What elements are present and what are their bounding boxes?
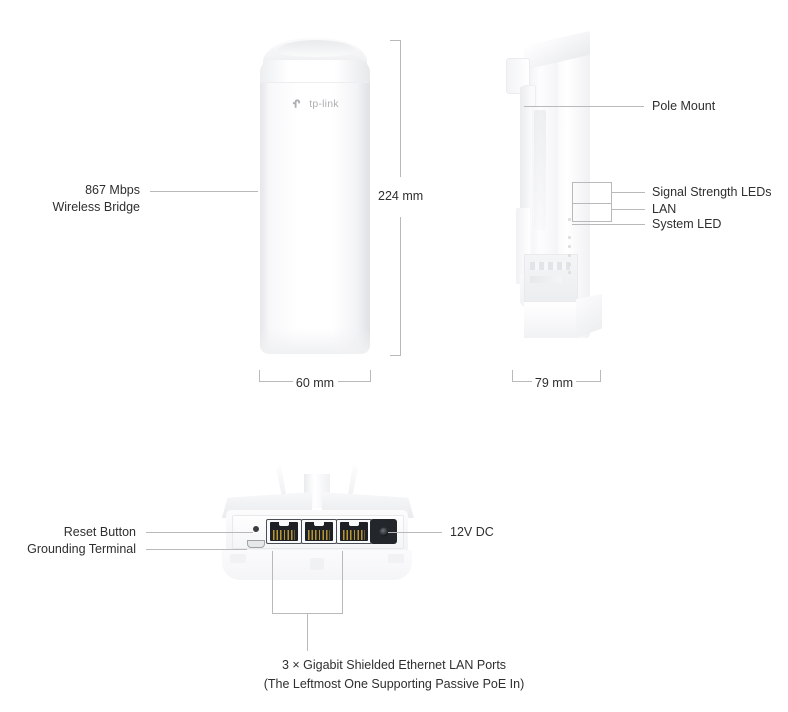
leader-line-12v-dc <box>388 532 442 533</box>
dimension-height-tick-bottom <box>390 355 401 356</box>
callout-wireless-bridge-line1: 867 Mbps <box>85 183 140 197</box>
led-dot <box>568 263 571 266</box>
dimension-width60-line-left <box>259 381 293 382</box>
tp-link-logo: tp-link <box>291 96 339 111</box>
bottom-slot-right <box>388 554 404 563</box>
callout-system-led: System LED <box>652 217 722 231</box>
ethernet-port-2[interactable] <box>301 519 337 544</box>
leader-line-signal-leds <box>611 192 645 193</box>
leader-line-wireless-bridge <box>150 191 258 192</box>
dimension-width79-line-left <box>512 381 532 382</box>
led-dot <box>568 271 571 274</box>
device-front-body <box>260 82 370 354</box>
leader-bracket-lanports-left <box>272 551 273 613</box>
ethernet-port-3[interactable] <box>336 519 372 544</box>
callout-pole-mount: Pole Mount <box>652 99 716 113</box>
side-port-row-lower <box>530 276 562 283</box>
dimension-width79-line-right <box>576 381 601 382</box>
led-dot <box>568 254 571 257</box>
grounding-terminal <box>247 540 265 548</box>
leader-bracket-lan-bottom <box>572 221 612 222</box>
led-indicator-strip <box>568 218 571 274</box>
reset-button[interactable] <box>253 526 259 532</box>
led-dot <box>568 245 571 248</box>
leader-line-grounding-terminal <box>146 549 247 550</box>
leader-line-system-led <box>572 224 645 225</box>
device-seam-top <box>262 82 368 83</box>
dimension-height-tick-top <box>390 40 401 41</box>
dc-power-jack[interactable] <box>370 519 397 544</box>
dimension-width79-tick-left <box>512 370 513 381</box>
ethernet-port-pins <box>308 529 330 541</box>
leader-line-lan <box>611 209 645 210</box>
callout-wireless-bridge: 867 Mbps Wireless Bridge <box>0 182 140 216</box>
led-dot <box>568 236 571 239</box>
leader-bracket-lan-top <box>572 203 612 204</box>
callout-lan: LAN <box>652 202 677 216</box>
antenna-fin-right <box>348 464 358 498</box>
leader-line-pole-mount <box>524 106 644 107</box>
tp-link-logo-icon <box>291 96 306 111</box>
bottom-caption-line1: 3 × Gigabit Shielded Ethernet LAN Ports <box>281 658 507 672</box>
side-device-emboss <box>534 110 546 230</box>
side-port-row-upper <box>530 262 570 270</box>
ethernet-port-pins <box>273 529 295 541</box>
tp-link-logo-text: tp-link <box>309 97 339 110</box>
leader-bracket-lan-left <box>572 203 573 221</box>
side-view-device <box>496 30 606 358</box>
side-port-cover-flap <box>576 294 602 338</box>
dimension-width60-line-right <box>338 381 371 382</box>
leader-bracket-lan-right <box>611 203 612 221</box>
ethernet-port-tab <box>279 520 289 527</box>
callout-reset-button: Reset Button <box>63 525 136 539</box>
bottom-lower-shell <box>222 550 412 580</box>
ethernet-port-pins <box>343 529 365 541</box>
callout-grounding-terminal: Grounding Terminal <box>27 542 136 556</box>
leader-bracket-signal-top <box>572 182 612 183</box>
leader-bracket-lanports-right <box>342 551 343 613</box>
callout-12v-dc: 12V DC <box>450 525 494 539</box>
led-dot <box>568 218 571 221</box>
side-port-cover <box>524 302 578 338</box>
callout-signal-strength-leds: Signal Strength LEDs <box>652 185 772 199</box>
front-view-device: tp-link <box>259 38 371 356</box>
bottom-view-device <box>206 462 536 594</box>
dimension-height-line-upper <box>400 40 401 177</box>
antenna-fin-left <box>276 464 286 498</box>
dimension-width79-tick-right <box>600 370 601 381</box>
leader-bracket-signal-left <box>572 182 573 203</box>
leader-line-lanports-stem <box>307 613 308 651</box>
ethernet-port-1-poe[interactable] <box>266 519 302 544</box>
bottom-slot-left <box>230 554 246 563</box>
dimension-height-label: 224 mm <box>378 189 424 203</box>
ethernet-port-tab <box>314 520 324 527</box>
dimension-width60-tick-left <box>259 370 260 381</box>
bottom-caption-line2: (The Leftmost One Supporting Passive PoE… <box>263 677 525 691</box>
leader-line-reset-button <box>146 532 253 533</box>
dimension-width79-label: 79 mm <box>534 376 574 390</box>
device-top-face <box>277 40 355 57</box>
dimension-width60-label: 60 mm <box>295 376 335 390</box>
ethernet-port-tab <box>349 520 359 527</box>
bottom-caption: 3 × Gigabit Shielded Ethernet LAN Ports … <box>0 656 788 694</box>
callout-wireless-bridge-line2: Wireless Bridge <box>52 200 140 214</box>
dimension-width60-tick-right <box>370 370 371 381</box>
dimension-height-line-lower <box>400 217 401 355</box>
